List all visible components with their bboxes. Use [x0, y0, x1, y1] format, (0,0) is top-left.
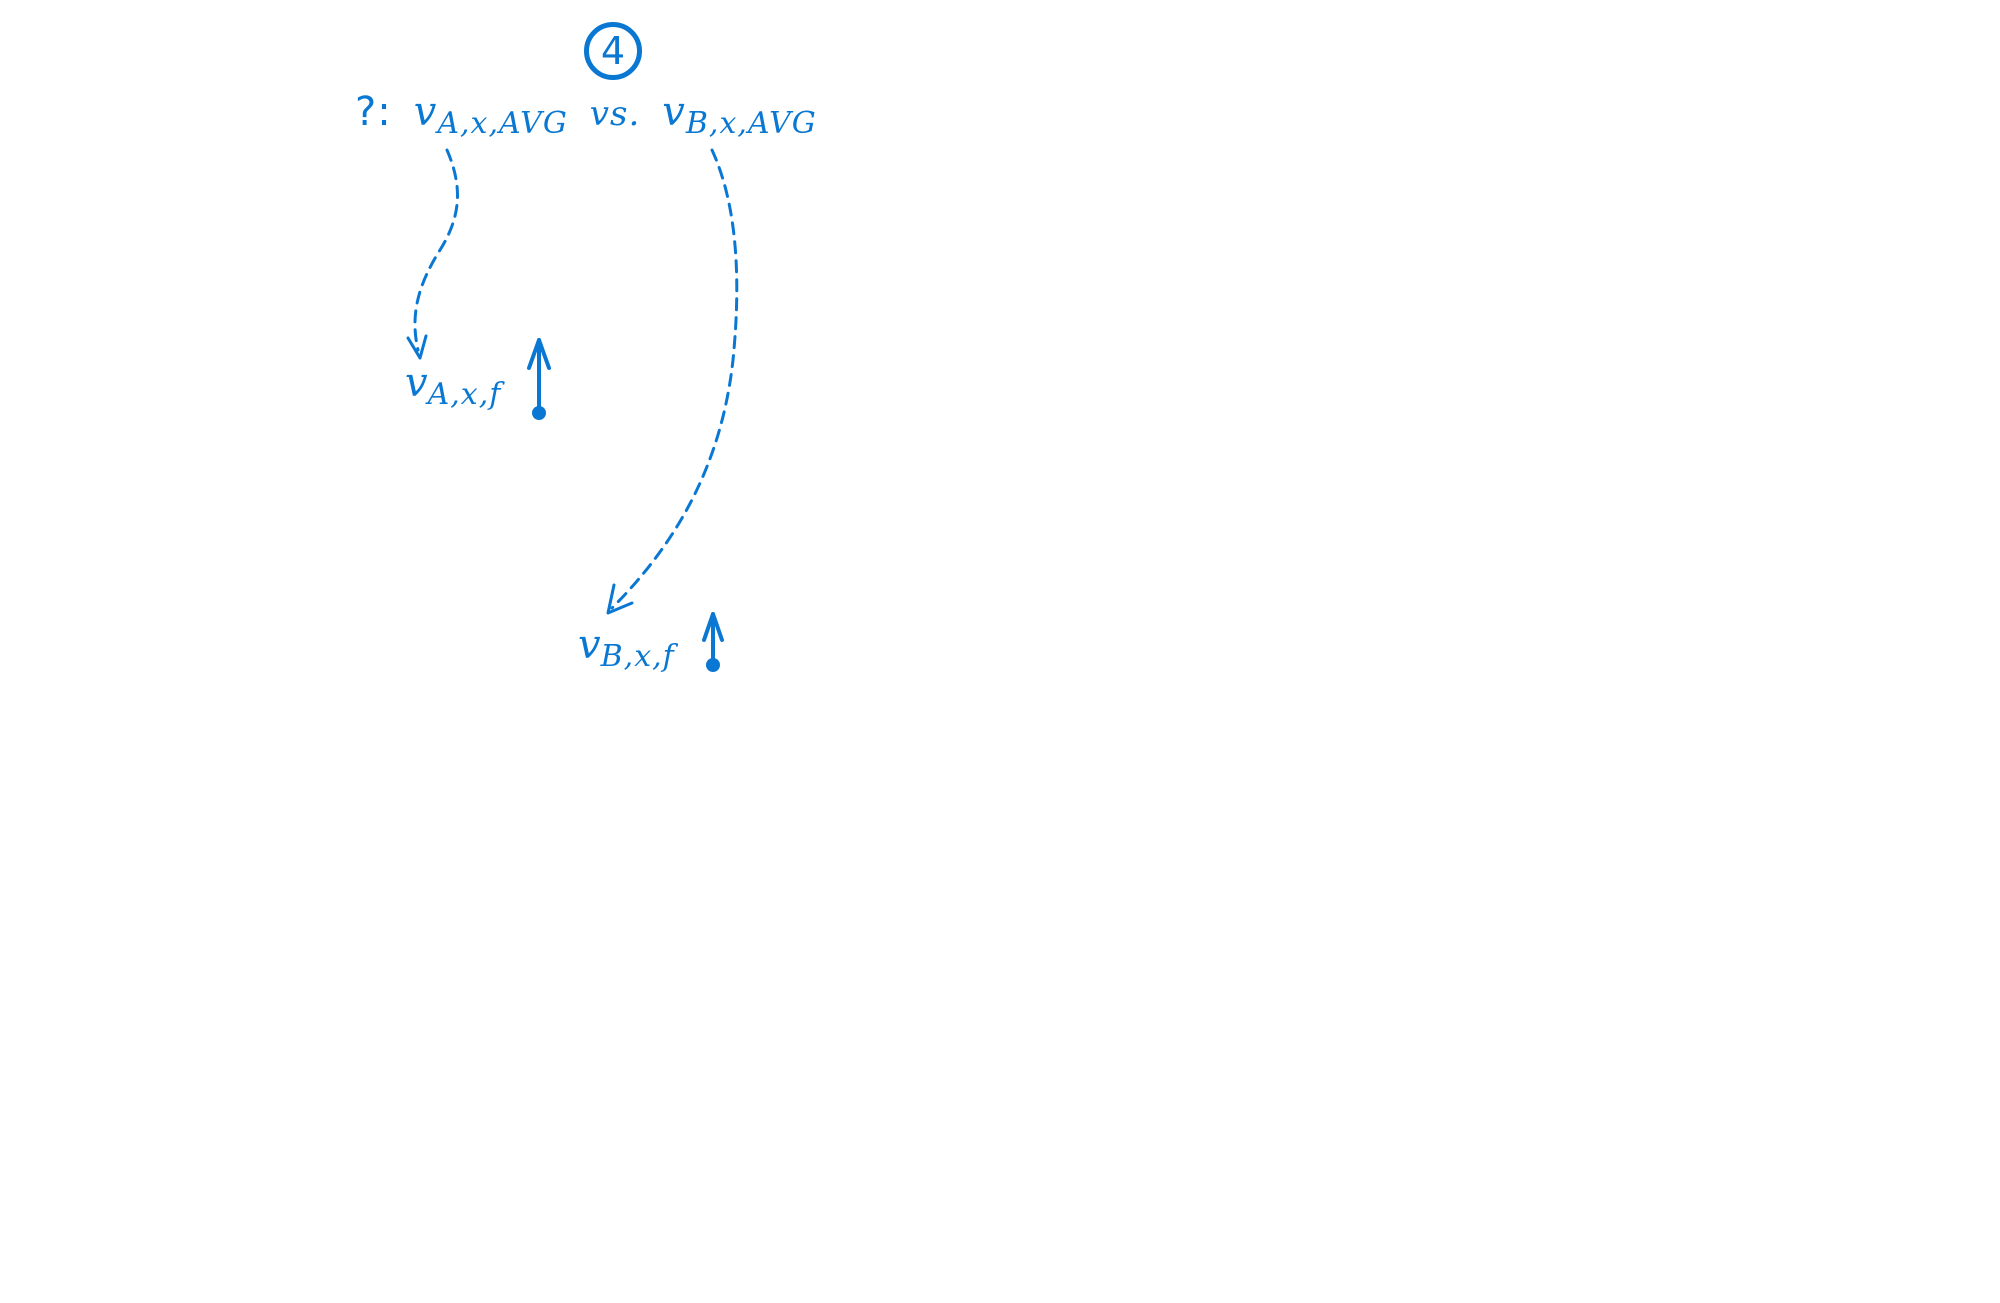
left-var-symbol: v: [413, 89, 438, 135]
right-average-velocity: vB,x,AVG: [662, 89, 816, 139]
step-number: 4: [600, 29, 626, 73]
comparator-vs: vs.: [589, 94, 641, 134]
dashed-arrow-b: [606, 148, 739, 615]
dashed-arrow-a: [406, 148, 459, 360]
final-velocity-b-symbol: v: [578, 622, 601, 668]
velocity-vector-a-icon: [527, 338, 551, 420]
final-velocity-b-label: vB,x,f: [578, 622, 675, 672]
right-var-symbol: v: [662, 89, 686, 135]
final-velocity-a-symbol: v: [405, 360, 428, 406]
final-velocity-b-subscript: B,x,f: [600, 639, 675, 674]
step-number-badge: 4: [584, 22, 642, 80]
right-var-subscript: B,x,AVG: [685, 106, 817, 141]
final-velocity-a-subscript: A,x,f: [427, 377, 502, 412]
final-velocity-a-label: vA,x,f: [405, 360, 501, 410]
question-prefix: ?:: [355, 89, 392, 135]
velocity-vector-b-icon: [702, 612, 724, 672]
left-var-subscript: A,x,AVG: [437, 106, 568, 141]
left-average-velocity: vA,x,AVG: [413, 89, 568, 139]
